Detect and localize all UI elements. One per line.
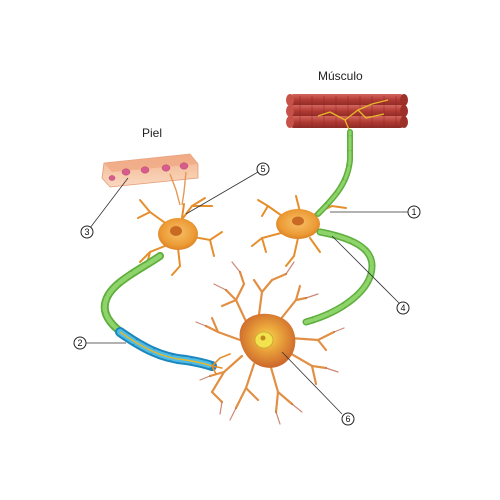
sensory-neuron bbox=[137, 197, 223, 276]
motor-neuron bbox=[251, 195, 347, 267]
callout-1: 1 bbox=[407, 205, 421, 219]
motor-axon bbox=[315, 129, 353, 217]
callout-1-number: 1 bbox=[411, 207, 416, 217]
callout-6-number: 6 bbox=[345, 414, 350, 424]
callout-lines bbox=[86, 171, 408, 415]
callout-5-number: 5 bbox=[260, 164, 265, 174]
neuromuscular-junction bbox=[317, 99, 389, 133]
central-neuron bbox=[195, 261, 345, 425]
callout-6: 6 bbox=[341, 412, 355, 426]
callout-4-number: 4 bbox=[400, 303, 405, 313]
callout-5: 5 bbox=[256, 162, 270, 176]
callout-4: 4 bbox=[396, 301, 410, 315]
callout-2: 2 bbox=[73, 336, 87, 350]
muscle-label: Músculo bbox=[318, 69, 363, 83]
callout-3: 3 bbox=[80, 225, 94, 239]
skin-tissue bbox=[101, 153, 199, 206]
callout-3-number: 3 bbox=[84, 227, 89, 237]
callout-2-number: 2 bbox=[77, 338, 82, 348]
skin-label: Piel bbox=[142, 126, 162, 140]
muscle-fibers bbox=[286, 94, 408, 128]
